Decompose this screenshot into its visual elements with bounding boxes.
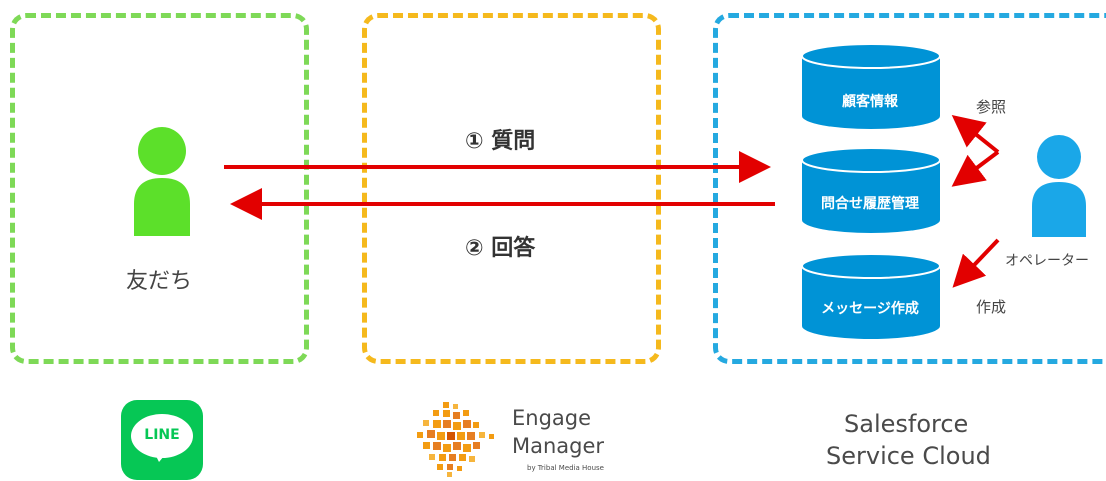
friend-person-icon	[134, 127, 190, 236]
salesforce-section-box	[713, 13, 1106, 364]
engage-manager-logo-mark	[417, 402, 494, 477]
engage-logo-line1: Engage	[512, 406, 592, 430]
engage-logo-byline: by Tribal Media House	[527, 464, 604, 472]
create-label: 作成	[976, 298, 1007, 316]
reference-arrow-1	[951, 115, 1000, 154]
salesforce-line2: Service Cloud	[826, 442, 991, 470]
database-customer-info-label: 顧客情報	[842, 94, 898, 110]
operator-label: オペレーター	[1005, 253, 1089, 269]
database-message-create-label: メッセージ作成	[821, 301, 919, 317]
reference-arrow-2	[951, 150, 1000, 187]
operator-person-icon	[1032, 135, 1086, 237]
line-logo-text: LINE	[144, 427, 180, 443]
engage-logo-line2: Manager	[512, 434, 605, 458]
line-logo: LINE	[121, 400, 203, 480]
step-answer-label: ② 回答	[465, 236, 536, 261]
friend-label: 友だち	[126, 269, 193, 294]
line-bubble-tail	[153, 450, 169, 462]
line-section-box	[10, 13, 309, 364]
step-question-label: ① 質問	[465, 129, 536, 154]
database-inquiry-history-label: 問合せ履歴管理	[821, 196, 919, 212]
database-inquiry-history-icon	[801, 147, 941, 233]
reference-label: 参照	[976, 98, 1007, 116]
create-arrow	[952, 238, 1000, 288]
salesforce-line1: Salesforce	[844, 410, 969, 438]
database-message-create-icon	[801, 253, 941, 339]
engage-manager-section-box	[362, 13, 661, 364]
database-customer-info-icon	[801, 43, 941, 129]
